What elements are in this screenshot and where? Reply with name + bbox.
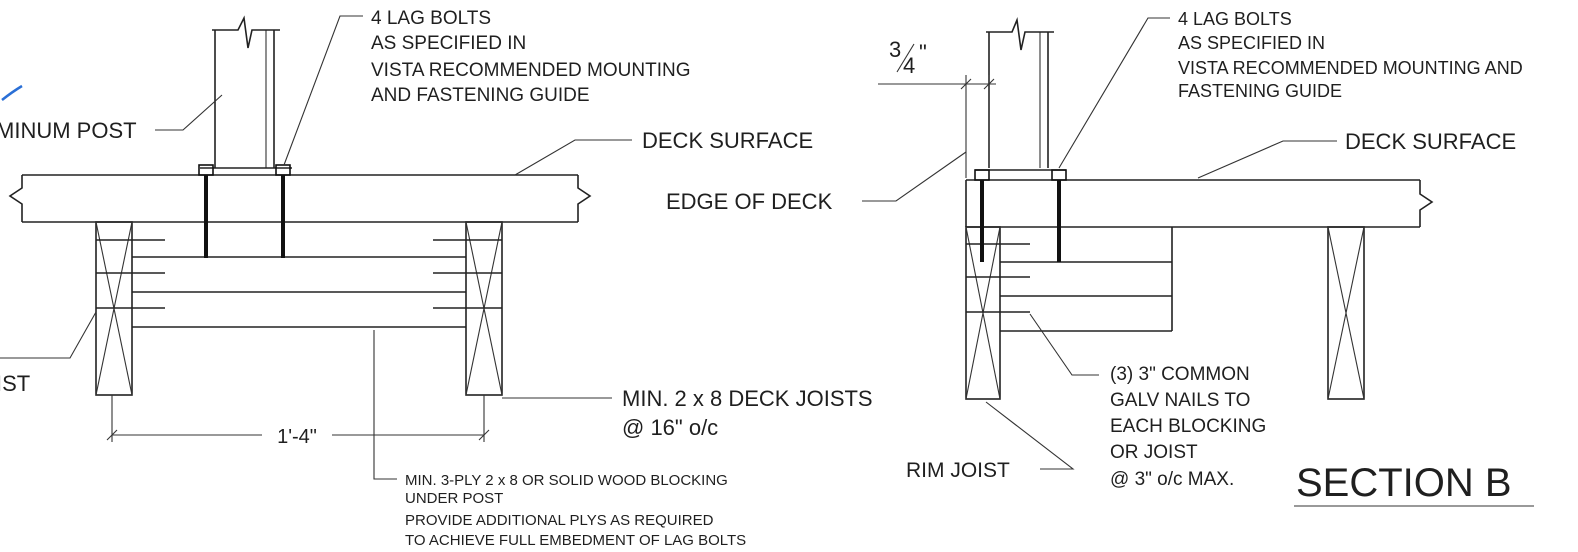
right-deck-joist: [1327, 226, 1365, 400]
left-dimension: [106, 395, 490, 442]
nails-note-3: EACH BLOCKING: [1110, 416, 1266, 437]
left-lag-bolts: [198, 164, 291, 258]
dimension-label: 1'-4": [277, 426, 317, 448]
left-bolts-note-4: AND FASTENING GUIDE: [371, 85, 590, 106]
left-leaders: [0, 15, 632, 480]
right-bolts-note-1: 4 LAG BOLTS: [1178, 9, 1292, 29]
left-deck-board: [8, 174, 592, 223]
joists-note-1: MIN. 2 x 8 DECK JOISTS: [622, 386, 873, 411]
left-bolts-note-1: 4 LAG BOLTS: [371, 8, 491, 29]
right-deck-board: [965, 179, 1434, 228]
joists-note-2: @ 16" o/c: [622, 415, 718, 440]
nails-note-5: @ 3" o/c MAX.: [1110, 469, 1234, 490]
left-blocking: [132, 256, 466, 328]
nails-note-2: GALV NAILS TO: [1110, 390, 1250, 411]
right-blocking: [1000, 227, 1173, 332]
right-detail: 3 4 " 4 LAG BOLTS AS SPECIFIED IN VISTA …: [666, 9, 1534, 507]
fraction-numerator: 3: [889, 37, 901, 62]
pen-mark: [1, 84, 23, 101]
blocking-note-4: TO ACHIEVE FULL EMBEDMENT OF LAG BOLTS: [405, 532, 746, 549]
blocking-note-1: MIN. 3-PLY 2 x 8 OR SOLID WOOD BLOCKING: [405, 472, 728, 489]
nails-note-1: (3) 3" COMMON: [1110, 364, 1250, 385]
left-bolts-note-3: VISTA RECOMMENDED MOUNTING: [371, 60, 691, 81]
rim-joist-label: RIM JOIST: [906, 459, 1010, 482]
nails-note-4: OR JOIST: [1110, 442, 1198, 463]
fraction-denominator: 4: [903, 53, 915, 78]
left-post: [200, 15, 292, 169]
right-bolts-note-2: AS SPECIFIED IN: [1178, 33, 1325, 53]
edge-of-deck-label: EDGE OF DECK: [666, 189, 833, 214]
right-leaders: [862, 17, 1534, 507]
right-deck-surface-label: DECK SURFACE: [1345, 129, 1516, 154]
right-bolts-note-4: FASTENING GUIDE: [1178, 81, 1342, 101]
post-label: MINUM POST: [0, 118, 137, 143]
right-bolts-note-3: VISTA RECOMMENDED MOUNTING AND: [1178, 58, 1523, 78]
blocking-note-2: UNDER POST: [405, 490, 503, 507]
right-nails: [966, 243, 1030, 313]
fraction-inch-mark: ": [919, 40, 927, 65]
edge-dimension: [878, 75, 996, 178]
left-deck-surface-label: DECK SURFACE: [642, 128, 813, 153]
left-joist-label: IST: [0, 371, 30, 396]
left-nails: [96, 239, 502, 309]
left-bolts-note-2: AS SPECIFIED IN: [371, 33, 526, 54]
right-lag-bolts: [974, 169, 1067, 262]
blocking-note-3: PROVIDE ADDITIONAL PLYS AS REQUIRED: [405, 512, 714, 529]
section-title: SECTION B: [1296, 461, 1512, 505]
left-detail: 4 LAG BOLTS AS SPECIFIED IN VISTA RECOMM…: [0, 8, 873, 549]
